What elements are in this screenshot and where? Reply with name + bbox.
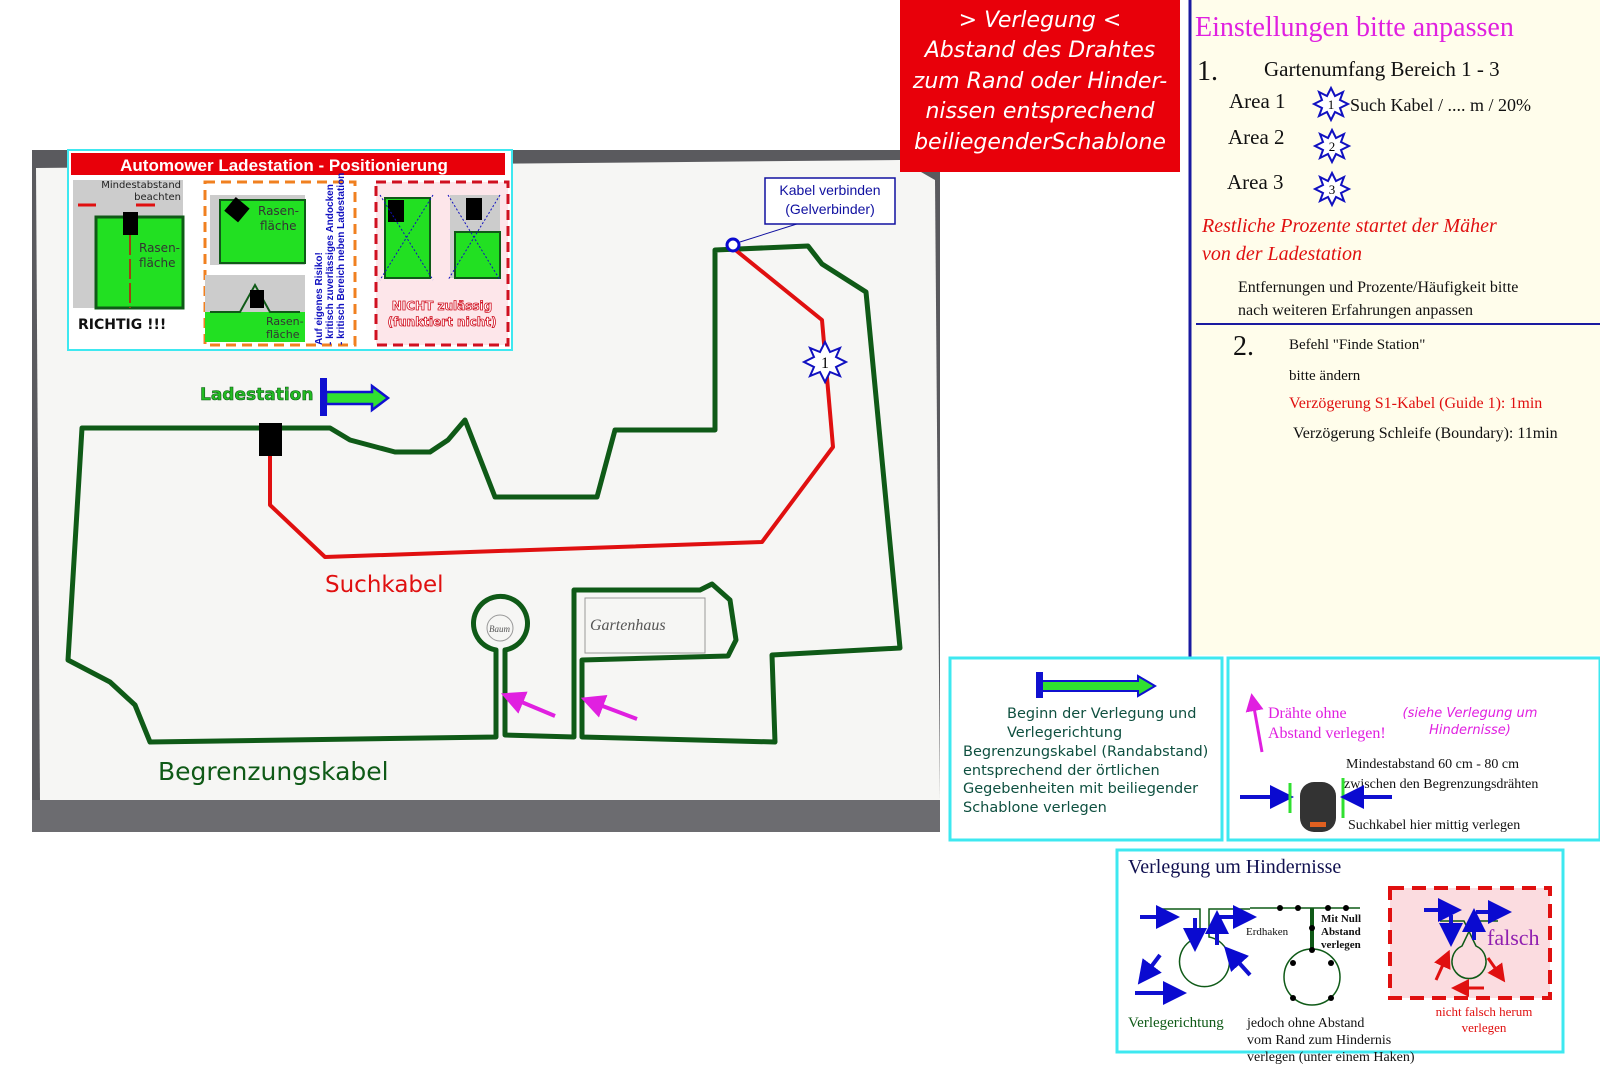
settings-panel: Einstellungen bitte anpassen 1. Gartenum… xyxy=(1188,0,1600,660)
step-number: 2. xyxy=(1233,331,1254,362)
garden-house-sketch: Gartenhaus Baum xyxy=(486,597,706,654)
legend-start-box: Beginn der Verlegung und Verlegerichtung… xyxy=(948,656,1224,842)
boundary-wire-label: Begrenzungskabel xyxy=(158,757,389,786)
red-note-line: nissen entsprechend xyxy=(925,99,1155,124)
step2-line: bitte ändern xyxy=(1289,368,1361,384)
legend-wires-text: Abstand verlegen! xyxy=(1268,725,1386,742)
obstacles-text: Abstand xyxy=(1321,926,1361,938)
callout-text: Kabel verbinden xyxy=(779,182,880,198)
callout-text: (Gelverbinder) xyxy=(785,201,874,217)
star-icon: 3 xyxy=(1312,170,1352,208)
obstacles-text: nicht falsch herum xyxy=(1436,1004,1533,1019)
obstacles-title: Verlegung um Hindernisse xyxy=(1128,856,1341,878)
area-label: Area 2 xyxy=(1228,125,1285,149)
inset-text: Rasen- xyxy=(258,204,299,218)
inset-not-allowed: (funktiert nicht) xyxy=(387,315,496,329)
legend-wires-text: Mindestabstand 60 cm - 80 cm xyxy=(1346,757,1519,772)
legend-wires-text: Suchkabel hier mittig verlegen xyxy=(1348,818,1520,833)
obstacles-text: jedoch ohne Abstand xyxy=(1246,1016,1364,1031)
inset-risk-text: - kritisch zuverlässiges Andocken xyxy=(325,184,336,345)
inset-text: fläche xyxy=(260,219,297,233)
obstacles-text: verlegen (unter einem Haken) xyxy=(1247,1050,1415,1065)
guide-star-number: 1 xyxy=(821,355,829,372)
inset-text: fläche xyxy=(266,328,300,341)
inset-risk-text: - kritisch Bereich neben Ladestation xyxy=(336,173,347,345)
obstacles-text: Mit Null xyxy=(1321,913,1361,925)
red-note-line: Abstand des Drahtes xyxy=(923,38,1155,63)
settings-note: nach weiteren Erfahrungen anpassen xyxy=(1238,302,1473,319)
start-direction-arrow-icon xyxy=(320,378,391,416)
area-label: Area 1 xyxy=(1229,89,1286,113)
area-label: Area 3 xyxy=(1227,170,1284,194)
handwritten-label: Gartenhaus xyxy=(590,617,666,634)
guide-wire-label: Suchkabel xyxy=(325,572,444,598)
star-number: 2 xyxy=(1329,139,1336,154)
inset-correct-label: RICHTIG !!! xyxy=(78,317,166,333)
inset-text: Mindestabstand xyxy=(101,180,181,191)
star-icon: 1 xyxy=(801,339,849,385)
wire-connector-icon xyxy=(725,237,741,253)
obstacles-box: Verlegung um Hindernisse Verlegerichtung… xyxy=(1115,848,1565,1065)
red-note-line: zum Rand oder Hinder- xyxy=(912,69,1168,94)
step1-title: Gartenumfang Bereich 1 - 3 xyxy=(1264,57,1500,81)
obstacles-text: Verlegerichtung xyxy=(1128,1015,1224,1031)
delay-guide: Verzögerung S1-Kabel (Guide 1): 1min xyxy=(1289,395,1542,412)
legend-start-text: Gegebenheiten mit beiliegender xyxy=(963,781,1198,797)
magenta-arrow-icon xyxy=(500,691,556,718)
obstacles-text: vom Rand zum Hindernis xyxy=(1247,1033,1391,1048)
legend-start-text: entsprechend der örtlichen xyxy=(963,763,1160,779)
magenta-arrow-icon xyxy=(1245,693,1264,753)
inset-title: Automower Ladestation - Positionierung xyxy=(120,156,448,175)
legend-wires-text: Hindernisse) xyxy=(1429,723,1511,738)
inset-text: beachten xyxy=(134,192,181,203)
mower-icon xyxy=(1300,782,1336,832)
inset-text: Rasen- xyxy=(266,315,304,328)
connector-callout: Kabel verbinden (Gelverbinder) xyxy=(739,177,896,243)
remaining-text: Restliche Prozente startet der Mäher xyxy=(1201,215,1497,237)
obstacles-text: verlegen xyxy=(1321,939,1361,951)
star-number: 1 xyxy=(1328,97,1335,112)
obstacles-wrong-label: falsch xyxy=(1487,925,1540,950)
legend-start-text: Begrenzungskabel (Randabstand) xyxy=(963,744,1208,760)
inset-risk-text: Auf eigenes Risiko! xyxy=(314,252,325,345)
red-note-line: beiliegenderSchablone xyxy=(914,130,1166,155)
legend-start-text: Verlegerichtung xyxy=(1007,725,1122,741)
red-note-line: > Verlegung < xyxy=(959,8,1122,33)
step2-line: Befehl "Finde Station" xyxy=(1289,337,1425,353)
charging-station xyxy=(259,423,282,456)
legend-wires-text: (siehe Verlegung um xyxy=(1403,706,1538,721)
settings-note: Entfernungen und Prozente/Häufigkeit bit… xyxy=(1238,279,1518,296)
boundary-wire xyxy=(65,243,903,745)
step-number: 1. xyxy=(1197,56,1218,87)
garden-map: 1 Kabel verbinden (Gelverbinder) Ladesta… xyxy=(65,177,903,786)
legend-start-text: Beginn der Verlegung und xyxy=(1007,706,1196,722)
area-text: Such Kabel / .... m / 20% xyxy=(1350,95,1531,115)
legend-wires-box: Drähte ohne Abstand verlegen! (siehe Ver… xyxy=(1226,656,1600,842)
inset-text: Rasen- xyxy=(139,241,180,255)
handwritten-label: Baum xyxy=(489,624,510,634)
station-label: Ladestation xyxy=(200,385,313,405)
delay-boundary: Verzögerung Schleife (Boundary): 11min xyxy=(1293,425,1558,442)
inset-not-allowed: NICHT zulässig xyxy=(392,299,492,313)
legend-wires-text: Drähte ohne xyxy=(1268,705,1347,722)
magenta-arrow-icon xyxy=(580,695,638,721)
station-positioning-inset: Automower Ladestation - Positionierung M… xyxy=(67,149,513,351)
star-number: 3 xyxy=(1329,182,1336,197)
remaining-text: von der Ladestation xyxy=(1202,243,1362,265)
star-icon: 1 xyxy=(1311,85,1351,123)
settings-title: Einstellungen bitte anpassen xyxy=(1195,12,1514,43)
guide-wire xyxy=(268,246,835,559)
star-icon: 2 xyxy=(1312,127,1352,165)
obstacles-text: verlegen xyxy=(1462,1020,1507,1035)
obstacles-text: Erdhaken xyxy=(1246,926,1289,938)
legend-start-text: Schablone verlegen xyxy=(963,800,1107,816)
inset-text: fläche xyxy=(139,256,176,270)
legend-wires-text: zwischen den Begrenzungsdrähten xyxy=(1344,777,1538,792)
red-note: > Verlegung < Abstand des Drahtes zum Ra… xyxy=(900,0,1180,172)
